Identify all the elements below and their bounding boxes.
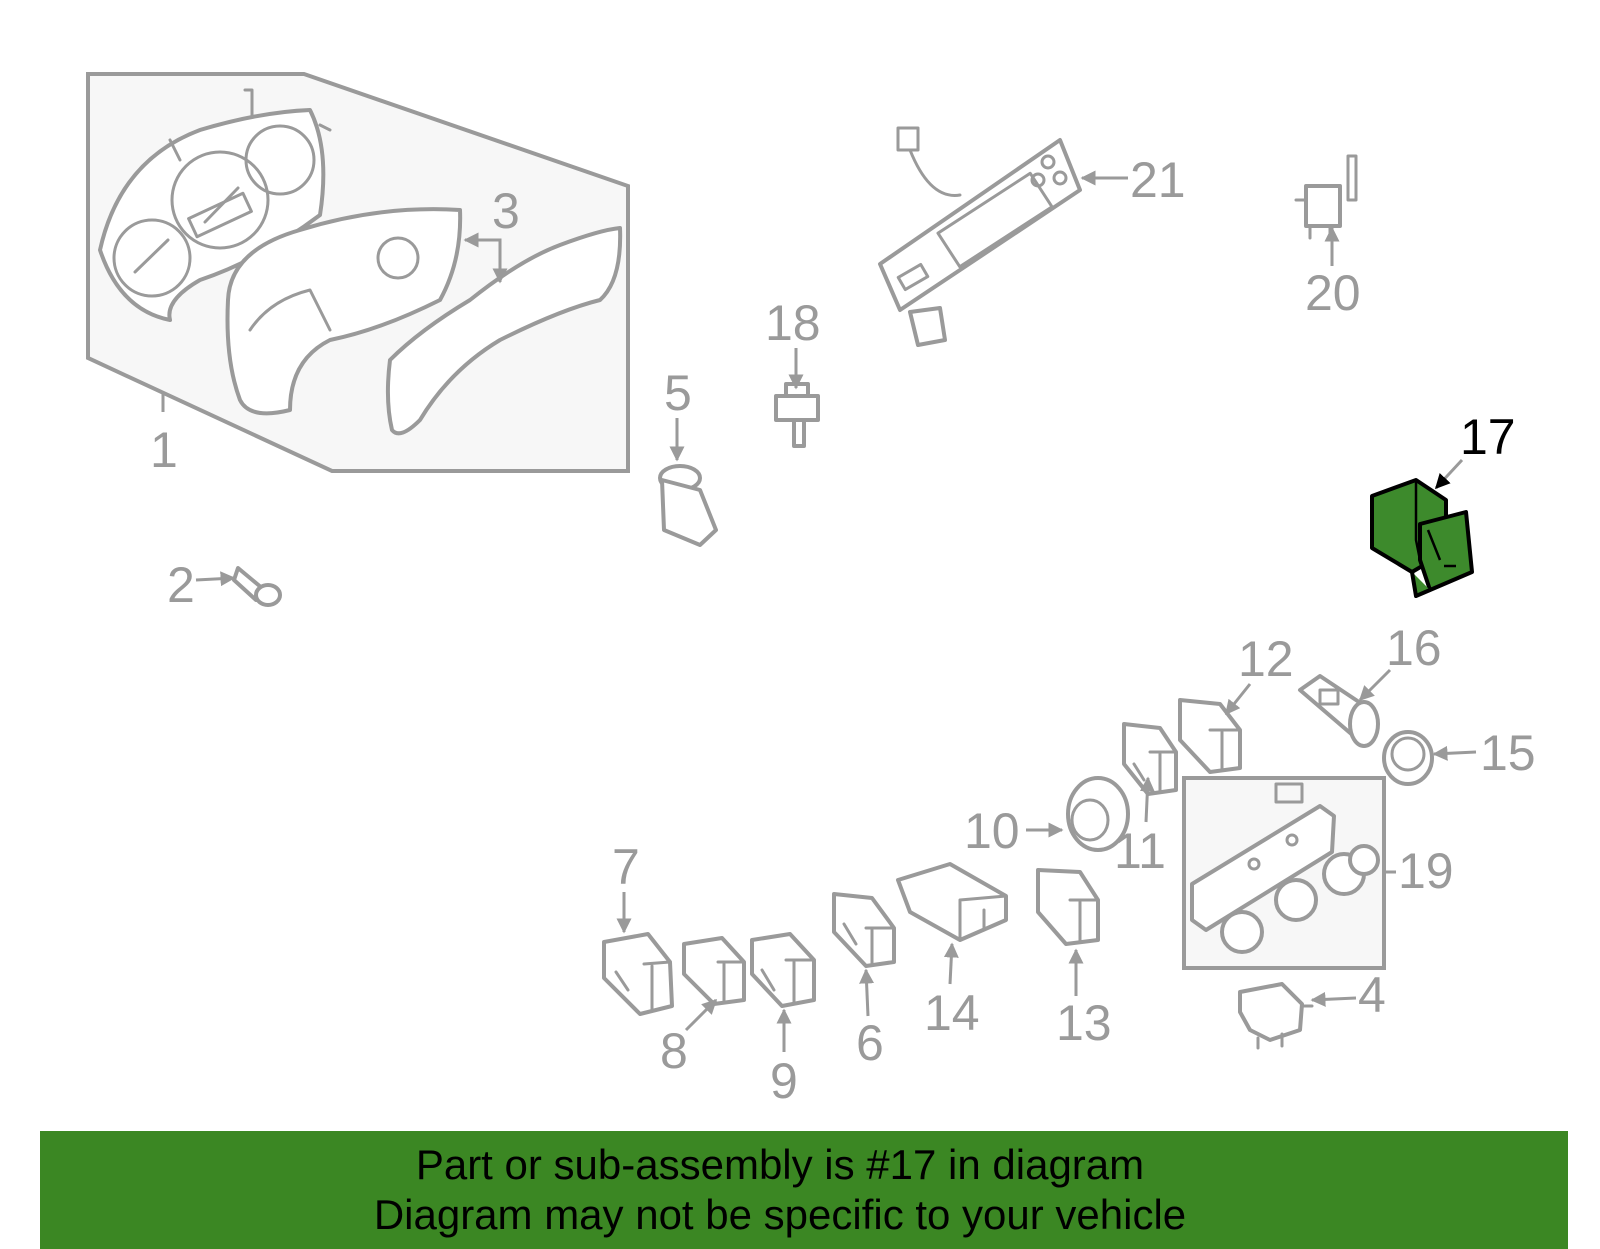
leader-16 — [1358, 668, 1392, 702]
callout-2: 2 — [167, 557, 195, 613]
callout-15: 15 — [1480, 725, 1536, 781]
part-8-switch[interactable] — [682, 936, 746, 1006]
part-7-switch[interactable] — [602, 932, 674, 1016]
part-9-switch[interactable] — [750, 932, 816, 1008]
callout-7: 7 — [612, 839, 640, 895]
info-banner: Part or sub-assembly is #17 in diagram D… — [40, 1131, 1568, 1249]
part-14-switch[interactable] — [896, 862, 1008, 942]
callout-8: 8 — [660, 1023, 688, 1079]
part-5-switch[interactable] — [658, 464, 718, 547]
callout-3: 3 — [492, 183, 520, 239]
callout-14: 14 — [924, 985, 980, 1041]
callout-21: 21 — [1130, 152, 1186, 208]
callout-17: 17 — [1460, 409, 1516, 465]
part-17-switch-highlighted[interactable] — [1370, 478, 1474, 598]
part-10-knob[interactable] — [1066, 776, 1130, 852]
leader-6 — [859, 968, 875, 1017]
callout-16: 16 — [1386, 620, 1442, 676]
part-21-switch-panel[interactable] — [878, 126, 1082, 347]
leader-15 — [1432, 745, 1477, 761]
leader-4 — [1310, 991, 1357, 1007]
part-6-switch[interactable] — [832, 892, 896, 968]
part-13-switch[interactable] — [1036, 868, 1100, 946]
part-19-climate-control[interactable] — [1182, 776, 1386, 970]
callout-12: 12 — [1238, 631, 1294, 687]
part-4-switch[interactable] — [1238, 982, 1314, 1050]
part-3-cluster-lens[interactable] — [225, 207, 623, 436]
leader-11 — [1139, 776, 1155, 823]
callout-13: 13 — [1056, 995, 1112, 1051]
leader-12 — [1224, 683, 1252, 716]
part-16-socket[interactable] — [1298, 674, 1380, 748]
part-2-screw[interactable] — [232, 566, 282, 607]
part-11-switch[interactable] — [1122, 722, 1178, 796]
leader-3 — [463, 232, 508, 284]
callout-4: 4 — [1358, 967, 1386, 1023]
leader-2 — [195, 571, 236, 587]
callout-6: 6 — [856, 1015, 884, 1071]
leader-17 — [1434, 458, 1464, 490]
banner-vehicle-disclaimer: Diagram may not be specific to your vehi… — [373, 1191, 1187, 1238]
callout-9: 9 — [770, 1053, 798, 1109]
callout-18: 18 — [765, 295, 821, 351]
leader-14 — [943, 942, 959, 985]
leader-8 — [684, 998, 718, 1032]
callout-1: 1 — [150, 422, 178, 478]
banner-part-note: Part or sub-assembly is #17 in diagram — [415, 1141, 1145, 1188]
part-18-sensor[interactable] — [774, 382, 820, 448]
part-20-sensor[interactable] — [1294, 154, 1358, 240]
callout-5: 5 — [664, 365, 692, 421]
part-12-switch[interactable] — [1178, 698, 1242, 774]
callout-10: 10 — [964, 803, 1020, 859]
callout-19: 19 — [1398, 843, 1454, 899]
callout-20: 20 — [1305, 265, 1361, 321]
part-15-knob[interactable] — [1382, 730, 1434, 786]
